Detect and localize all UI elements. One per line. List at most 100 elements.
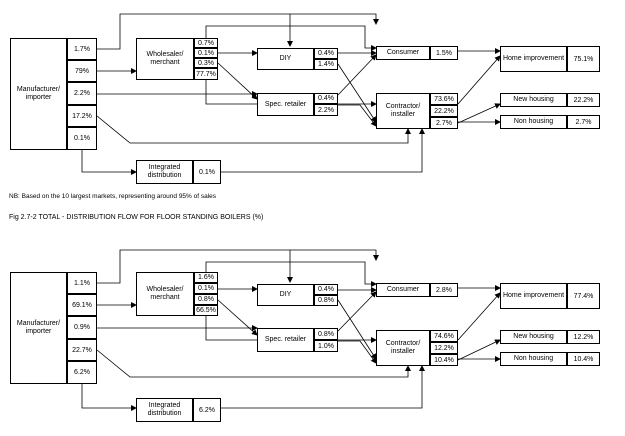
spec-retailer-share-1: 0.8% bbox=[314, 328, 338, 340]
wholesaler-share-1: 1.6% bbox=[194, 272, 218, 283]
new-housing-share: 12.2% bbox=[567, 330, 600, 344]
spec-retailer-label: Spec. retailer bbox=[264, 336, 307, 343]
flow-connector bbox=[205, 261, 377, 287]
contractor-box bbox=[376, 330, 430, 366]
manufacturer-box bbox=[10, 38, 67, 150]
contractor-share-1: 73.6% bbox=[430, 93, 458, 105]
diy-share-2: 0.8% bbox=[314, 295, 338, 306]
flow-connector bbox=[221, 128, 425, 173]
integrated-distribution-box bbox=[136, 398, 193, 422]
non-housing-box bbox=[500, 352, 567, 366]
footnote: NB: Based on the 10 largest markets, rep… bbox=[9, 193, 217, 200]
flow-connector bbox=[457, 55, 501, 105]
diy-label: DIY bbox=[279, 291, 292, 298]
non-housing-label: Non housing bbox=[513, 118, 554, 125]
flow-connector bbox=[96, 349, 411, 378]
manufacturer-share-4: 17.2% bbox=[67, 105, 97, 127]
new-housing-share: 22.2% bbox=[567, 93, 600, 107]
consumer-label: Consumer bbox=[386, 49, 420, 56]
diy-share-1: 0.4% bbox=[314, 284, 338, 295]
manufacturer-share-1: 1.1% bbox=[67, 272, 97, 294]
spec-retailer-share-2: 2.2% bbox=[314, 104, 338, 116]
flow-connector bbox=[217, 299, 258, 336]
flow-connector bbox=[457, 292, 501, 341]
home-improvement-share: 77.4% bbox=[567, 283, 600, 309]
manufacturer-share-5: 6.2% bbox=[67, 361, 97, 384]
consumer-box bbox=[376, 46, 430, 60]
wholesaler-share-4: 77.7% bbox=[194, 68, 218, 80]
manufacturer-share-3: 0.9% bbox=[67, 316, 97, 339]
non-housing-label: Non housing bbox=[513, 355, 554, 362]
home-improvement-label: Home improvement bbox=[502, 292, 565, 299]
diy-box bbox=[257, 48, 314, 70]
non-housing-share: 2.7% bbox=[567, 115, 600, 129]
flow-connector bbox=[221, 365, 425, 409]
wholesaler-label: Wholesaler/ merchant bbox=[146, 286, 184, 301]
home-improvement-label: Home improvement bbox=[502, 55, 565, 62]
flow-connector bbox=[337, 291, 377, 332]
flow-connector bbox=[337, 54, 377, 96]
home-improvement-box bbox=[500, 46, 567, 72]
integrated-distribution-label: Integrated distribution bbox=[147, 402, 182, 417]
contractor-label: Contractor/ installer bbox=[385, 103, 421, 118]
contractor-share-2: 22.2% bbox=[430, 105, 458, 117]
contractor-share-2: 12.2% bbox=[430, 342, 458, 354]
flow-connector bbox=[81, 383, 137, 411]
flow-connector bbox=[97, 13, 379, 50]
consumer-share: 2.8% bbox=[430, 283, 458, 297]
flow-connector bbox=[338, 104, 377, 127]
flow-connector bbox=[81, 149, 137, 175]
manufacturer-share-3: 2.2% bbox=[67, 82, 97, 105]
new-housing-box bbox=[500, 93, 567, 107]
manufacturer-share-2: 79% bbox=[67, 60, 97, 82]
diy-box bbox=[257, 284, 314, 306]
manufacturer-label: Manufacturer/ importer bbox=[16, 320, 61, 335]
flow-connector bbox=[337, 299, 377, 360]
flow-connector bbox=[338, 340, 377, 364]
home-improvement-share: 75.1% bbox=[567, 46, 600, 72]
wholesaler-share-1: 0.7% bbox=[194, 38, 218, 48]
spec-retailer-box bbox=[257, 93, 314, 116]
diy-share-1: 0.4% bbox=[314, 48, 338, 59]
flow-connector bbox=[337, 63, 377, 123]
flow-lines-bottom bbox=[81, 249, 501, 411]
new-housing-label: New housing bbox=[513, 333, 554, 340]
non-housing-box bbox=[500, 115, 567, 129]
consumer-label: Consumer bbox=[386, 286, 420, 293]
spec-retailer-box bbox=[257, 328, 314, 352]
figure-title: Fig 2.7-2 TOTAL - DISTRIBUTION FLOW FOR … bbox=[9, 214, 264, 221]
spec-retailer-label: Spec. retailer bbox=[264, 100, 307, 108]
wholesaler-box bbox=[136, 38, 194, 80]
flow-connector bbox=[205, 25, 377, 51]
consumer-share: 1.5% bbox=[430, 46, 458, 60]
manufacturer-box bbox=[10, 272, 67, 384]
flow-connector bbox=[457, 339, 501, 361]
flow-lines-top bbox=[81, 13, 501, 175]
new-housing-label: New housing bbox=[513, 96, 554, 103]
integrated-distribution-box bbox=[136, 160, 193, 184]
contractor-share-3: 10.4% bbox=[430, 354, 458, 366]
flow-connector bbox=[97, 249, 379, 284]
integrated-distribution-label: Integrated distribution bbox=[147, 164, 182, 179]
flow-connector bbox=[217, 62, 258, 100]
wholesaler-share-3: 0.8% bbox=[194, 294, 218, 305]
contractor-label: Contractor/ installer bbox=[385, 340, 421, 355]
wholesaler-label: Wholesaler/ merchant bbox=[146, 51, 184, 66]
contractor-share-1: 74.6% bbox=[430, 330, 458, 342]
diy-label: DIY bbox=[279, 55, 292, 62]
integrated-distribution-share: 0.1% bbox=[193, 160, 221, 184]
spec-retailer-share-1: 0.4% bbox=[314, 93, 338, 104]
diy-share-2: 1.4% bbox=[314, 59, 338, 70]
new-housing-box bbox=[500, 330, 567, 344]
wholesaler-box bbox=[136, 272, 194, 316]
spec-retailer-share-2: 1.0% bbox=[314, 340, 338, 352]
wholesaler-share-4: 66.5% bbox=[194, 305, 218, 316]
flow-connector bbox=[96, 115, 411, 144]
home-improvement-box bbox=[500, 283, 567, 309]
manufacturer-label: Manufacturer/ importer bbox=[16, 86, 61, 101]
wholesaler-share-2: 0.1% bbox=[194, 283, 218, 294]
manufacturer-share-2: 69.1% bbox=[67, 294, 97, 316]
contractor-box bbox=[376, 93, 430, 129]
integrated-distribution-share: 6.2% bbox=[193, 398, 221, 422]
